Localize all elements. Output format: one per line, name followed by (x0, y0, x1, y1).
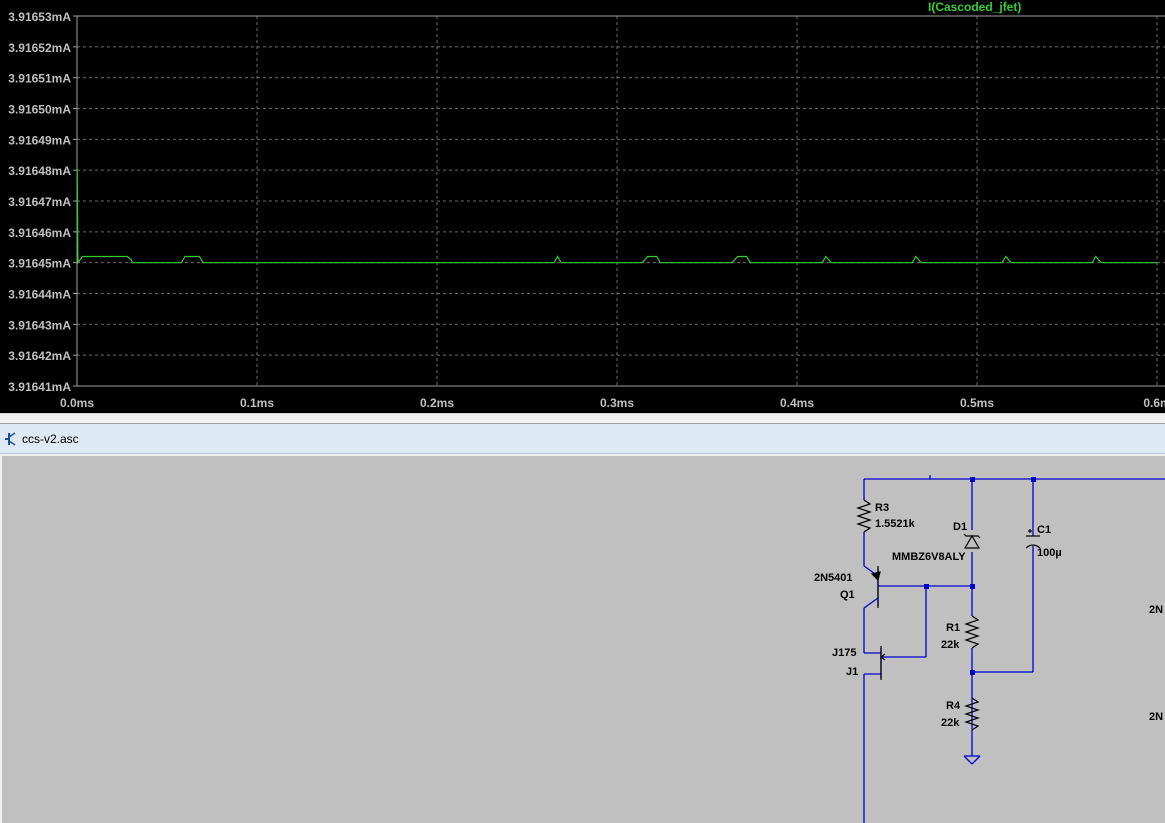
trace-label[interactable]: I(Cascoded_jfet) (928, 0, 1021, 14)
j1-model[interactable]: J175 (832, 647, 856, 659)
waveform-plot-pane[interactable]: 3.91653mA 3.91652mA 3.91651mA 3.91650mA 3.91… (0, 0, 1165, 413)
resistor-r4[interactable] (964, 697, 980, 731)
y-tick-label: 3.91647mA (8, 195, 71, 209)
pane-splitter[interactable] (0, 413, 1165, 424)
j1-ref[interactable]: J1 (846, 666, 858, 678)
c1-value[interactable]: 100µ (1037, 547, 1062, 559)
edge-label-1[interactable]: 2N (1149, 604, 1163, 616)
schematic-titlebar[interactable]: ccs-v2.asc (0, 424, 1165, 454)
schematic-icon (5, 432, 16, 446)
x-tick-label: 0.5ms (960, 396, 994, 410)
plot-ticks: 3.91653mA 3.91652mA 3.91651mA 3.91650mA 3.91… (8, 10, 1165, 410)
y-tick-label: 3.91650mA (8, 103, 71, 117)
junction-dots (924, 477, 1036, 675)
zener-d1[interactable] (963, 533, 981, 549)
y-tick-label: 3.91642mA (8, 349, 71, 363)
trace-line[interactable] (76, 169, 1157, 265)
schematic-canvas[interactable]: R3 1.5521k D1 MMBZ6V8ALY C1 100µ 2N5401 … (2, 456, 1165, 823)
d1-value[interactable]: MMBZ6V8ALY (892, 551, 966, 563)
schematic-window: ccs-v2.asc (0, 424, 1165, 823)
d1-ref[interactable]: D1 (953, 521, 967, 533)
x-tick-label: 0.0ms (60, 396, 94, 410)
r3-value[interactable]: 1.5521k (875, 518, 916, 530)
x-tick-label: 0.1ms (240, 396, 274, 410)
x-tick-label: 0.6m (1143, 396, 1165, 410)
r3-ref[interactable]: R3 (875, 502, 889, 514)
q1-ref[interactable]: Q1 (840, 589, 855, 601)
resistor-r1[interactable] (964, 615, 980, 649)
waveform-chart[interactable]: 3.91653mA 3.91652mA 3.91651mA 3.91650mA 3.91… (0, 0, 1165, 413)
r4-value[interactable]: 22k (941, 717, 960, 729)
y-tick-label: 3.91649mA (8, 133, 71, 147)
r4-ref[interactable]: R4 (946, 700, 961, 712)
edge-label-2[interactable]: 2N (1149, 711, 1163, 723)
plot-grid (77, 16, 1165, 386)
resistor-r3[interactable] (856, 499, 872, 533)
c1-ref[interactable]: C1 (1037, 524, 1051, 536)
y-tick-label: 3.91652mA (8, 41, 71, 55)
x-tick-label: 0.3ms (600, 396, 634, 410)
r1-value[interactable]: 22k (941, 639, 960, 651)
x-tick-label: 0.4ms (780, 396, 814, 410)
q1-model[interactable]: 2N5401 (814, 572, 853, 584)
y-tick-label: 3.91653mA (8, 10, 71, 24)
transistor-q1[interactable] (870, 566, 881, 608)
capacitor-c1[interactable] (1025, 529, 1041, 549)
y-tick-label: 3.91651mA (8, 72, 71, 86)
x-tick-label: 0.2ms (420, 396, 454, 410)
y-tick-label: 3.91646mA (8, 226, 71, 240)
ground-symbol[interactable] (963, 755, 981, 765)
y-tick-label: 3.91644mA (8, 288, 71, 302)
r1-ref[interactable]: R1 (946, 622, 960, 634)
schematic-file-name: ccs-v2.asc (22, 432, 79, 446)
y-tick-label: 3.91645mA (8, 257, 71, 271)
y-tick-label: 3.91643mA (8, 318, 71, 332)
y-tick-label: 3.91648mA (8, 164, 71, 178)
jfet-j1[interactable] (880, 646, 886, 680)
y-tick-label: 3.91641mA (8, 380, 71, 394)
